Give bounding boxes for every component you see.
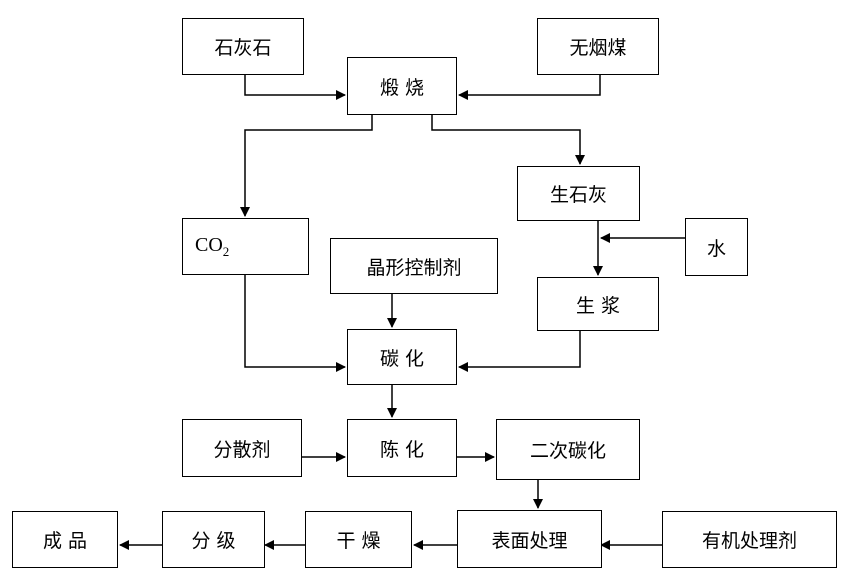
node-secondary-carbonation: 二次碳化 — [496, 419, 640, 480]
node-quicklime: 生石灰 — [517, 166, 640, 221]
node-drying: 干 燥 — [305, 511, 412, 568]
node-label: 成 品 — [42, 530, 88, 552]
node-label: 分散剂 — [213, 438, 271, 461]
node-aging: 陈 化 — [347, 419, 457, 477]
co2-subscript: 2 — [222, 243, 230, 259]
node-label: 干 燥 — [336, 530, 381, 552]
node-label: CO2 — [195, 234, 229, 260]
node-label: 陈 化 — [379, 438, 425, 461]
arrow-calcination-to-quicklime — [431, 115, 585, 165]
node-label: 生石灰 — [549, 184, 607, 206]
node-raw-slurry: 生 浆 — [537, 277, 659, 331]
node-label: 生 浆 — [575, 294, 621, 317]
arrow-co2-to-carbonation — [244, 275, 346, 372]
node-label: 无烟煤 — [569, 37, 627, 59]
node-label: 石灰石 — [214, 37, 272, 59]
node-classification: 分 级 — [162, 511, 265, 568]
node-product: 成 品 — [12, 511, 118, 568]
node-label: 有机处理剂 — [701, 530, 797, 552]
node-organic-treatment-agent: 有机处理剂 — [662, 511, 837, 568]
node-label: 二次碳化 — [529, 440, 606, 462]
node-co2: CO2 — [182, 218, 309, 275]
node-limestone: 石灰石 — [182, 18, 304, 75]
node-label: 表面处理 — [491, 529, 568, 552]
node-label: 煅 烧 — [379, 76, 425, 99]
node-anthracite: 无烟煤 — [537, 18, 659, 75]
node-carbonation: 碳 化 — [347, 329, 457, 385]
node-label: 分 级 — [191, 530, 236, 552]
arrow-raw-slurry-to-carbonation — [458, 331, 581, 372]
co2-formula: CO — [195, 233, 223, 256]
node-crystal-control-agent: 晶形控制剂 — [330, 238, 498, 294]
node-surface-treatment: 表面处理 — [457, 510, 602, 568]
node-water: 水 — [685, 218, 748, 276]
node-label: 晶形控制剂 — [366, 256, 462, 279]
node-label: 水 — [706, 237, 726, 260]
node-dispersant: 分散剂 — [182, 419, 302, 477]
node-calcination: 煅 烧 — [347, 57, 457, 115]
arrow-anthracite-to-calcination — [458, 75, 601, 100]
node-label: 碳 化 — [379, 347, 425, 370]
arrow-calcination-to-co2 — [240, 115, 373, 217]
arrow-limestone-to-calcination — [244, 75, 346, 100]
